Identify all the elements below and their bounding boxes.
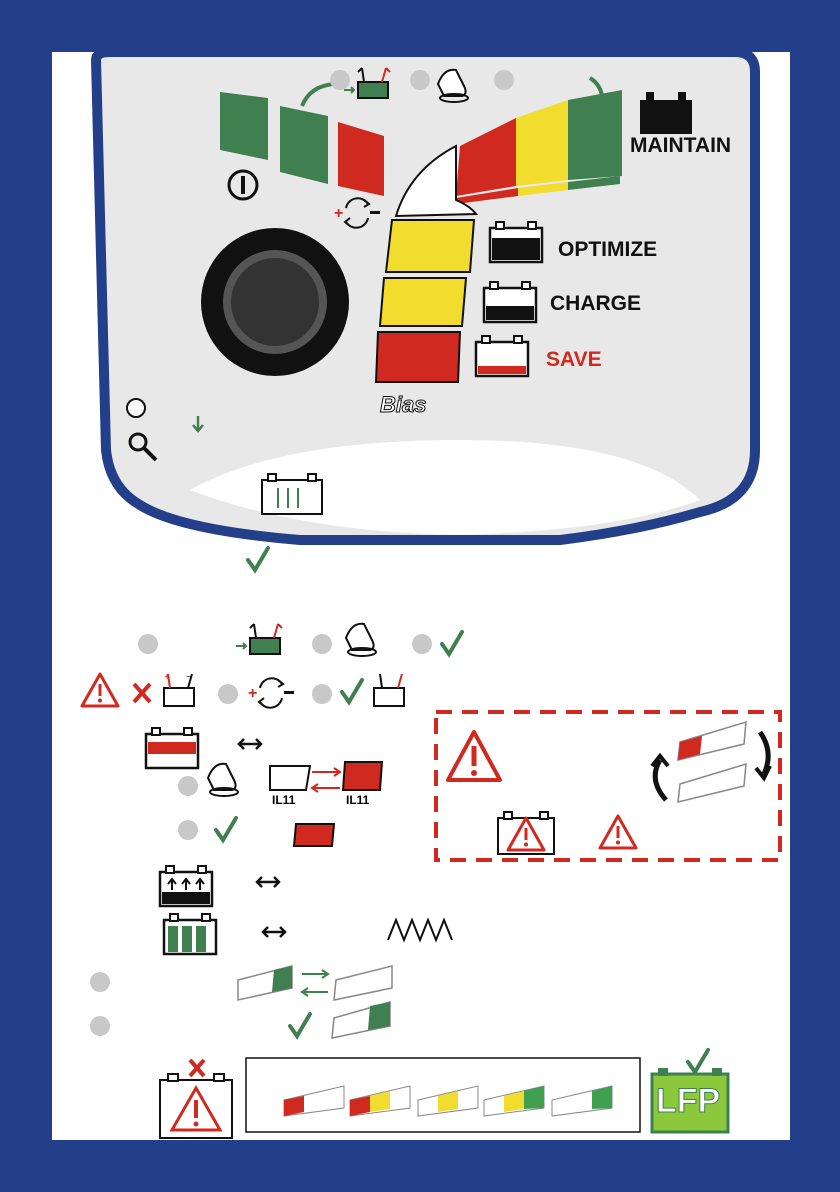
panel-battery-icon <box>262 474 322 514</box>
status-led <box>127 399 145 417</box>
optimize-label: OPTIMIZE <box>558 238 657 262</box>
knob[interactable] <box>201 228 349 376</box>
lfp-label: LFP <box>656 1082 720 1121</box>
step-row-7 <box>164 914 452 954</box>
step-row-1 <box>138 624 462 656</box>
bars-brand-mark: Bias <box>380 392 426 417</box>
bottom-row <box>160 1050 728 1138</box>
charge-battery-icon <box>484 282 536 322</box>
mode-bars <box>376 220 474 382</box>
save-battery-icon <box>476 336 528 376</box>
led-step-1 <box>220 92 268 160</box>
step-row-4: IL11 IL11 <box>178 762 382 807</box>
svg-text:+: + <box>164 672 170 683</box>
step-row-3 <box>146 728 261 768</box>
svg-text:IL11: IL11 <box>272 793 296 807</box>
correct-polarity-battery-icon <box>374 674 404 706</box>
charge-label: CHARGE <box>550 292 641 316</box>
warning-box <box>436 712 780 860</box>
maintain-label: MAINTAIN <box>630 134 731 158</box>
check-icon <box>248 548 268 570</box>
step-row-6 <box>160 866 279 906</box>
ripple-icon <box>388 920 452 940</box>
step-row-8 <box>90 966 392 1000</box>
led-step-2 <box>280 106 328 184</box>
svg-text:IL11: IL11 <box>346 793 370 807</box>
optimize-battery-icon <box>490 222 542 262</box>
step-row-5 <box>178 818 334 846</box>
double-arrow-icon <box>239 739 261 749</box>
step-row-9 <box>90 1002 390 1038</box>
save-label: SAVE <box>546 348 602 372</box>
cross-icon <box>134 684 150 702</box>
wrong-polarity-battery-icon: + − <box>164 672 194 706</box>
step-row-2: + − <box>82 672 404 708</box>
control-panel: Bias <box>96 52 755 540</box>
svg-text:−: − <box>186 672 192 683</box>
